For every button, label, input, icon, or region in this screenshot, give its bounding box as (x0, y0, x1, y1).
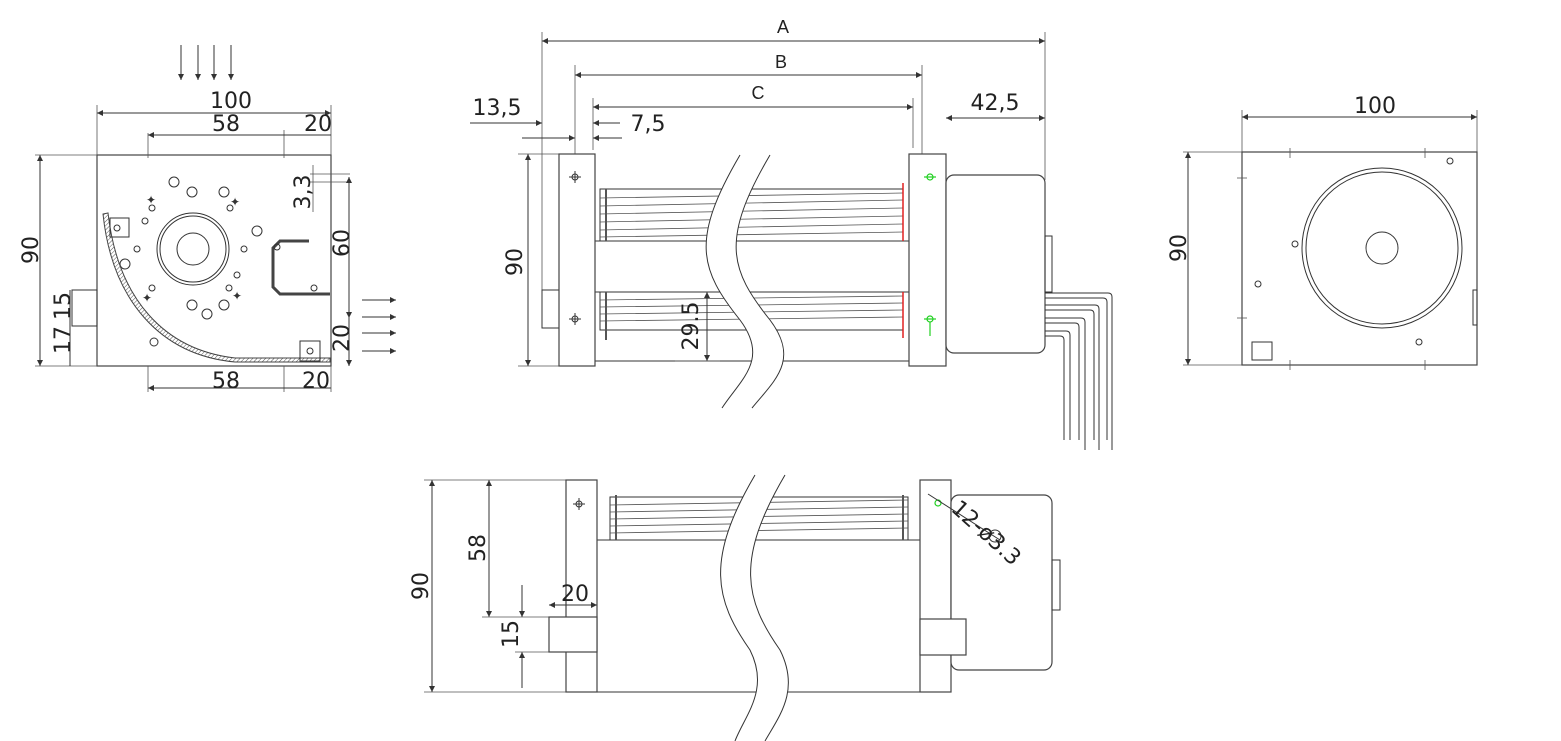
dim-A-label: A (777, 17, 789, 37)
side-bottom-offset-dim: 58 (212, 369, 240, 394)
connector-right (919, 618, 967, 656)
fan-hub: ✦ ✦ ✦ ✦ (119, 176, 263, 320)
rotor-dim: 29.5 (679, 302, 704, 351)
end-plate-outline (1241, 151, 1478, 366)
left-plate-top (565, 479, 598, 693)
break-line (706, 155, 784, 408)
svg-text:✦: ✦ (232, 289, 242, 303)
housing-outline (96, 154, 332, 367)
side-bottom-outlet-dim: 20 (302, 369, 330, 394)
inner-offset-dim: 7,5 (631, 112, 666, 137)
dim-C-label: C (752, 83, 765, 103)
top-height-dim: 90 (409, 572, 434, 600)
connector-left (548, 616, 598, 653)
motor-body (945, 174, 1046, 354)
end-height-dim: 90 (1167, 234, 1192, 262)
lead-wires (1045, 292, 1113, 450)
scroll-housing (102, 212, 331, 363)
side-width-dim: 100 (210, 89, 252, 114)
side-view: ✦ ✦ ✦ ✦ 100 58 20 90 17 15 3,3 (19, 45, 396, 394)
side-height-dim: 90 (19, 236, 44, 264)
side-top-offset-dim: 58 (212, 112, 240, 137)
left-end-plate (558, 153, 596, 367)
dim-B-label: B (775, 52, 787, 72)
right-plate-top (919, 479, 952, 693)
front-height-dim: 90 (503, 248, 528, 276)
top-view: 90 58 15 12-ø3.3 (409, 474, 1061, 741)
airflow-in-arrows (178, 45, 234, 80)
mount-hole-markers (569, 171, 936, 336)
airflow-out-arrows (362, 297, 396, 354)
end-width-dim: 100 (1354, 94, 1396, 119)
front-view: A B C 13,5 7,5 42,5 90 (470, 17, 1113, 450)
side-inlet-dim-b: 15 (51, 292, 76, 320)
connector-height-dim: 15 (499, 620, 524, 648)
side-inlet-dim-a: 17 (51, 326, 76, 354)
side-outlet-bottom-dim: 20 (330, 324, 355, 352)
motor-length-dim: 42,5 (971, 91, 1020, 116)
svg-text:✦: ✦ (230, 195, 240, 209)
side-top-outlet-dim: 20 (304, 112, 332, 137)
motor-face (1301, 167, 1463, 329)
top-offset-dim: 58 (466, 534, 491, 562)
shaft-circle (1365, 231, 1399, 265)
svg-text:✦: ✦ (146, 193, 156, 207)
end-view: 100 90 (1167, 94, 1478, 370)
connector-width-dim: 20 (561, 582, 589, 607)
right-end-plate (908, 153, 947, 367)
rotor-upper (599, 183, 904, 242)
left-offset-dim: 13,5 (473, 96, 522, 121)
side-outlet-height-dim: 60 (330, 229, 355, 257)
outlet-channel (271, 239, 330, 296)
svg-text:✦: ✦ (142, 291, 152, 305)
side-hole-dim: 3,3 (291, 175, 316, 210)
